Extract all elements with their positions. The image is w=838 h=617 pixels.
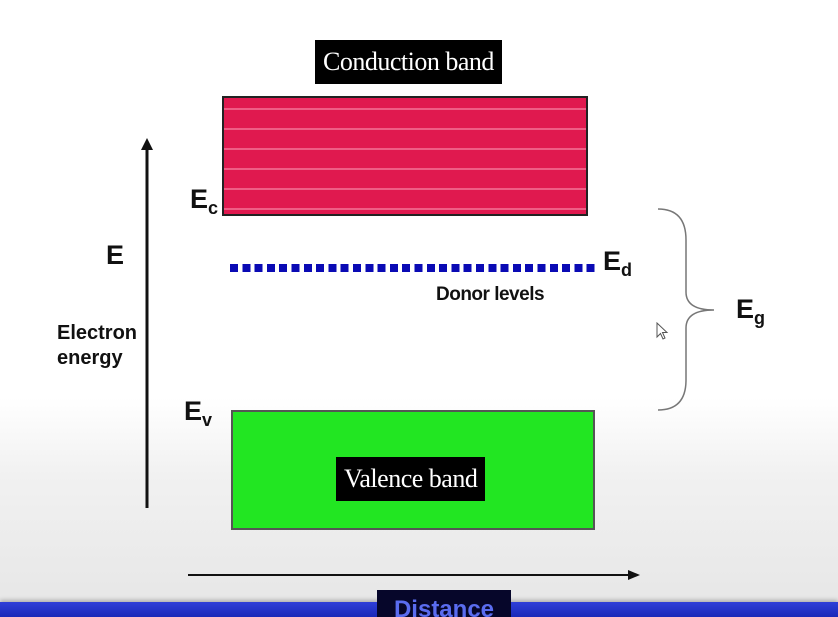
energy-axis-label-line1: Electron [57,322,138,344]
energy-axis-arrow [141,138,153,508]
energy-axis-label-line2: energy [57,347,123,369]
ec-main: E [190,184,209,214]
ev-main: E [184,396,203,426]
donor-levels-label: Donor levels [436,284,545,305]
eg-symbol: Eg [736,294,765,329]
ev-subscript: v [202,410,213,430]
distance-axis-label: Distance [377,590,511,617]
donor-levels-line [230,264,596,272]
mouse-cursor-icon [656,322,669,340]
eg-main: E [736,294,755,324]
ev-symbol: Ev [184,396,212,431]
energy-axis-label: Electron energy [57,321,137,371]
eg-subscript: g [754,308,766,328]
ec-subscript: c [208,198,219,218]
distance-axis-arrow [188,570,640,580]
valence-band-label: Valence band [336,457,486,501]
ed-symbol: Ed [603,246,632,281]
ed-main: E [603,246,622,276]
conduction-band [222,96,588,216]
ed-subscript: d [621,260,633,280]
conduction-band-label: Conduction band [315,40,502,84]
band-gap-brace [657,208,715,411]
ec-symbol: Ec [190,184,218,219]
energy-axis-symbol: E [106,240,125,270]
